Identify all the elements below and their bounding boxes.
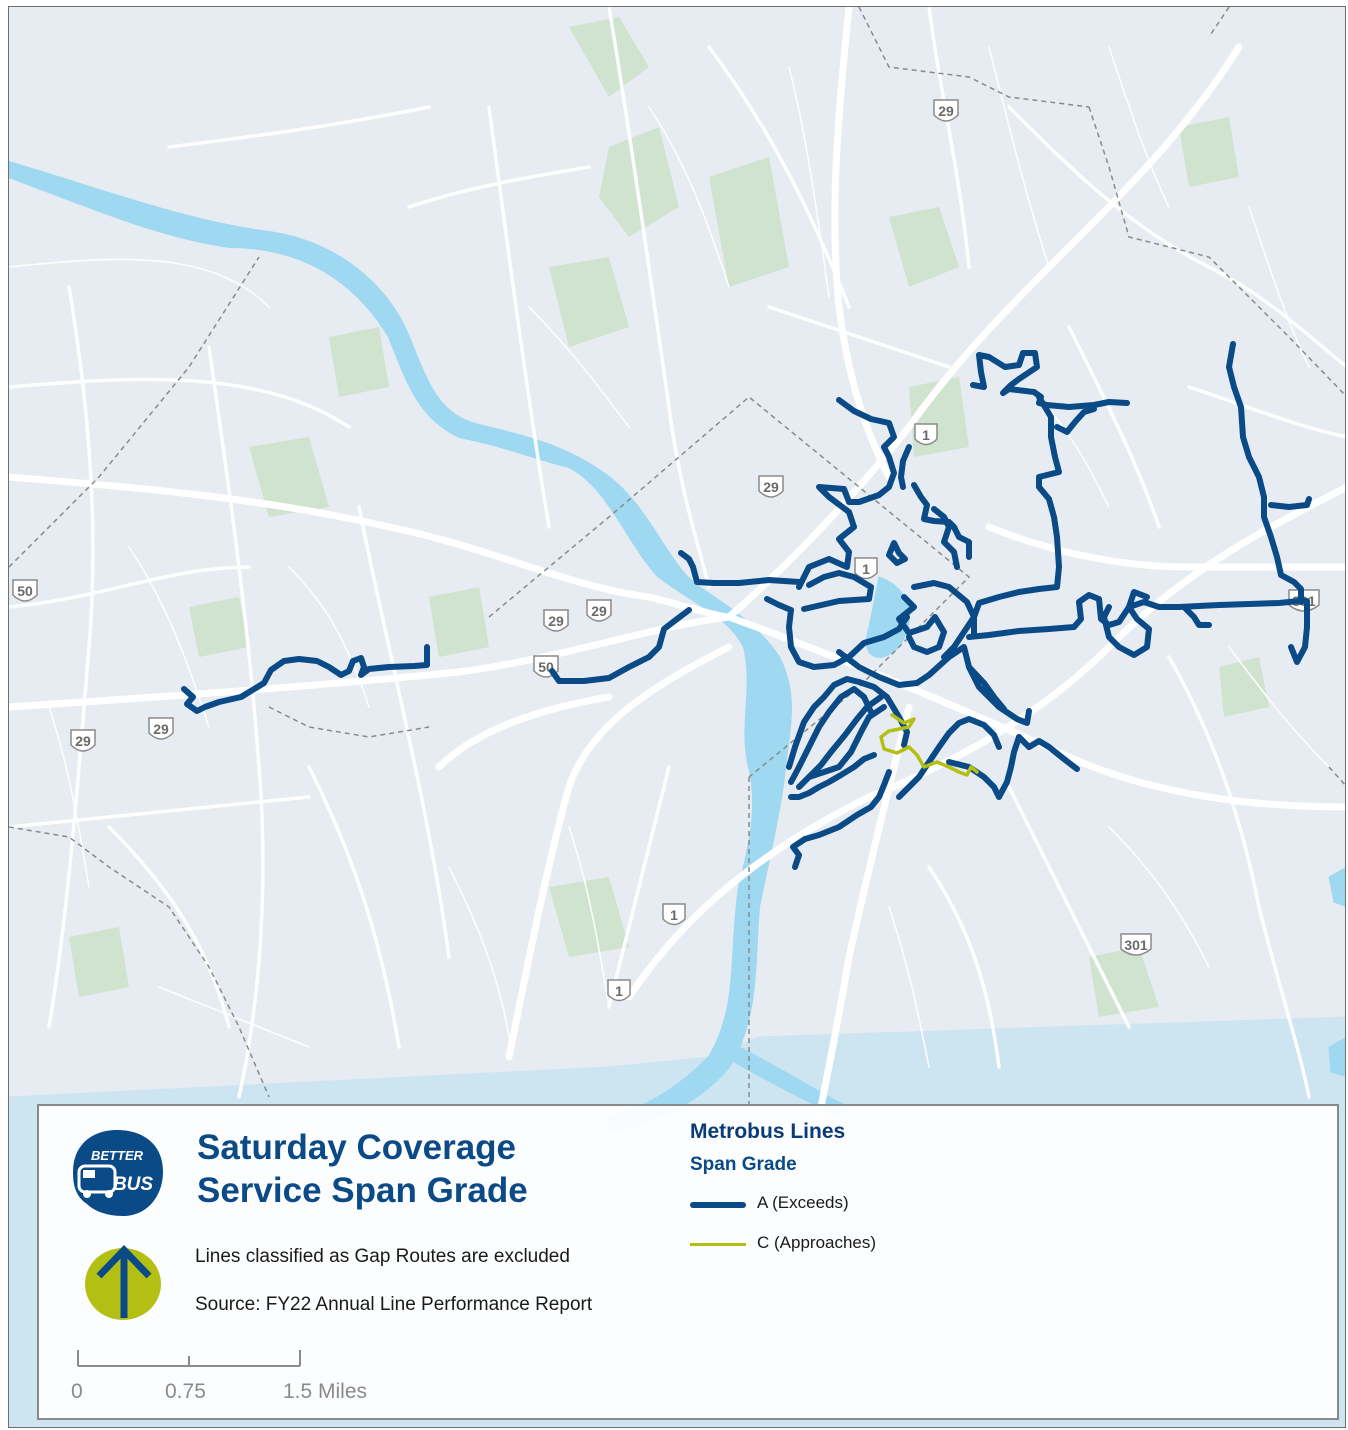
bus-line-far-east[interactable] [1226, 341, 1304, 605]
bus-line-east-2[interactable] [1101, 589, 1152, 658]
bus-line-se-4[interactable] [966, 664, 1007, 712]
scale-label-0: 0 [71, 1380, 83, 1403]
scale-bar-line [77, 1350, 301, 1367]
bus-line-central-1[interactable] [764, 596, 910, 670]
legend-title: Metrobus Lines [690, 1120, 846, 1143]
bus-line-se-1[interactable] [896, 594, 947, 655]
legend-panel: BETTER BUS Saturday Coverage Service Spa… [37, 1104, 1339, 1420]
us-1-shield: 1 [854, 557, 878, 580]
us-29-shield: 29 [148, 717, 174, 740]
legend-label-grade-a: A (Exceeds) [757, 1193, 849, 1212]
route-shields: 29 29 29 29 29 29 50 50 1 1 1 1 301 301 [12, 99, 1320, 1002]
bus-line-ne-6[interactable] [931, 506, 960, 570]
bus-line-south-4[interactable] [806, 704, 887, 780]
bus-line-south-5[interactable] [788, 752, 877, 800]
bus-line-ne-3[interactable] [970, 350, 1130, 410]
bus-line-central-4[interactable] [886, 540, 908, 566]
legend-label-grade-c: C (Approaches) [757, 1233, 877, 1252]
scale-label-mid: 0.75 [165, 1380, 206, 1403]
bus-line-west-corridor[interactable] [181, 644, 430, 714]
svg-text:301: 301 [1124, 937, 1148, 953]
svg-text:1: 1 [615, 983, 623, 999]
bus-line-ne-2[interactable] [898, 444, 912, 490]
svg-text:29: 29 [591, 603, 607, 619]
svg-text:1: 1 [670, 907, 678, 923]
bus-line-central-3[interactable] [801, 570, 874, 612]
us-1-shield: 1 [662, 903, 686, 926]
logo-text-bottom: BUS [113, 1174, 153, 1195]
us-301-shield: 301 [1120, 933, 1152, 956]
legend-swatch-grade-a [690, 1202, 746, 1208]
us-1-shield: 1 [607, 979, 631, 1002]
bus-line-south-6[interactable] [790, 769, 892, 870]
svg-text:29: 29 [153, 721, 169, 737]
map-title: Saturday Coverage Service Span Grade [197, 1126, 528, 1212]
us-29-shield: 29 [758, 475, 784, 498]
bus-line-se-6[interactable] [1016, 734, 1080, 772]
source-note: Source: FY22 Annual Line Performance Rep… [195, 1294, 593, 1315]
us-50-shield: 50 [12, 579, 38, 602]
svg-text:1: 1 [862, 561, 870, 577]
legend-subtitle: Span Grade [690, 1154, 797, 1175]
bus-line-south-1[interactable] [786, 676, 910, 770]
road-network [9, 7, 1345, 1121]
legend-swatch-grade-c [690, 1243, 746, 1246]
metrobus-lines-grade-c[interactable] [879, 713, 979, 777]
map-frame: 29 29 29 29 29 29 50 50 1 1 1 1 301 301 [8, 6, 1346, 1428]
bus-line-ne-5[interactable] [1054, 406, 1097, 435]
bus-line-arlington[interactable] [549, 607, 692, 684]
scale-label-end: 1.5 Miles [283, 1380, 368, 1403]
svg-text:29: 29 [75, 733, 91, 749]
metrobus-lines-grade-a[interactable] [181, 341, 1312, 870]
scale-bar: 0 0.75 1.5 Miles [69, 1346, 399, 1406]
map-title-line2: Service Span Grade [197, 1171, 528, 1210]
bus-line-ne-4[interactable] [971, 394, 1062, 638]
us-29-shield: 29 [543, 609, 569, 632]
svg-text:29: 29 [763, 479, 779, 495]
jurisdiction-boundaries [9, 7, 1345, 1107]
bus-line-se-3[interactable] [836, 644, 1032, 726]
svg-text:29: 29 [548, 613, 564, 629]
logo-text-top: BETTER [91, 1148, 144, 1163]
svg-text:29: 29 [938, 103, 954, 119]
bus-line-se-2[interactable] [911, 580, 977, 660]
park-areas [69, 17, 1269, 1017]
bus-line-ne-1[interactable] [911, 482, 972, 560]
us-29-shield: 29 [70, 729, 96, 752]
bus-line-south-2[interactable] [788, 686, 874, 785]
better-bus-logo: BETTER BUS [73, 1130, 163, 1216]
bus-line-central-2[interactable] [796, 397, 897, 590]
bus-line-se-5[interactable] [896, 716, 1002, 800]
bus-line-far-east-2[interactable] [1268, 496, 1312, 510]
us-29-shield: 29 [933, 99, 959, 122]
north-arrow-icon [85, 1244, 161, 1320]
bus-line-northwest[interactable] [678, 550, 802, 586]
us-29-shield: 29 [586, 599, 612, 622]
bus-line-east-3[interactable] [1181, 604, 1212, 628]
us-1-shield: 1 [914, 423, 938, 446]
svg-text:1: 1 [922, 427, 930, 443]
map-title-line1: Saturday Coverage [197, 1128, 517, 1167]
gap-routes-note: Lines classified as Gap Routes are exclu… [195, 1246, 570, 1267]
bus-line-grade-c[interactable] [879, 713, 979, 777]
svg-text:50: 50 [17, 583, 33, 599]
